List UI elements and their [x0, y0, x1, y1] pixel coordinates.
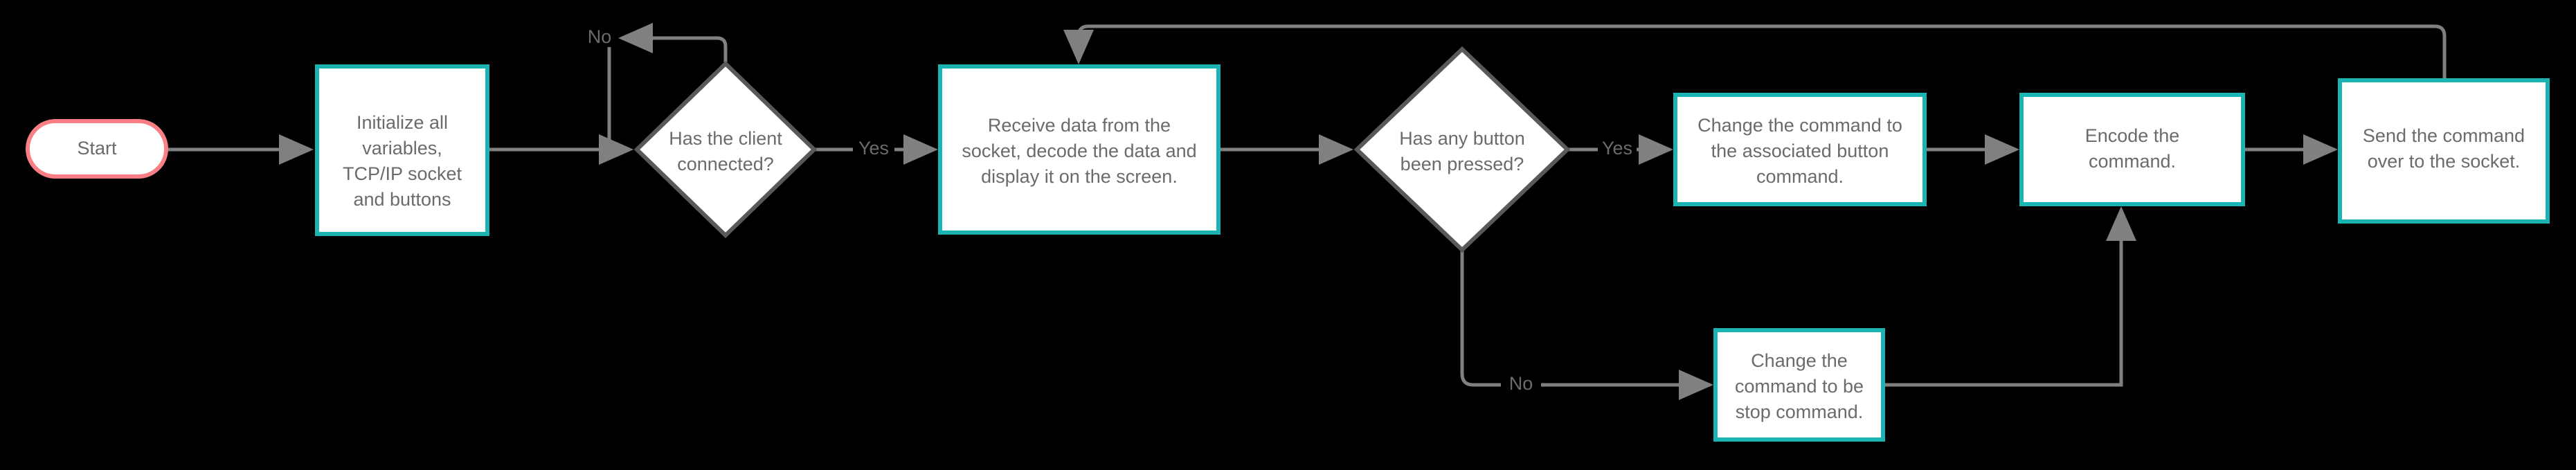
node-change-associated[interactable]: Change the command to the associated but…: [1673, 93, 1927, 206]
receive-label-line1: Receive data from the: [988, 115, 1171, 136]
button-pressed-label-line1: Has any button: [1399, 128, 1525, 149]
node-encode[interactable]: Encode the command.: [2019, 93, 2245, 206]
initialize-label-line3: TCP/IP socket: [343, 163, 462, 184]
start-label: Start: [77, 138, 117, 159]
change-stop-label-line2: command to be: [1735, 376, 1864, 397]
encode-shape: [2019, 93, 2245, 206]
initialize-label-line4: and buttons: [353, 189, 451, 210]
button-pressed-label-line2: been pressed?: [1400, 154, 1524, 174]
node-initialize[interactable]: Initialize all variables, TCP/IP socket …: [315, 64, 489, 236]
change-stop-label-line1: Change the: [1751, 350, 1848, 371]
change-stop-shape: [1713, 328, 1885, 442]
change-associated-label-line3: command.: [1756, 166, 1844, 187]
initialize-label-line1: Initialize all: [357, 112, 448, 133]
send-label-line2: over to the socket.: [2368, 151, 2521, 172]
change-associated-shape: [1673, 93, 1927, 206]
edge-labels-group: No Yes Yes No: [588, 26, 1632, 394]
receive-shape: [938, 64, 1221, 235]
edge-label-yes-button: Yes: [1602, 138, 1632, 159]
edge-label-no-button: No: [1509, 373, 1533, 394]
edge-decision2-no-down: [1460, 250, 1501, 387]
start-shape: [26, 119, 168, 179]
receive-label-line3: display it on the screen.: [981, 166, 1178, 187]
receive-label-line2: socket, decode the data and: [962, 141, 1196, 161]
client-connected-shape: [633, 60, 818, 239]
client-connected-label-line2: connected?: [677, 154, 774, 174]
edge-send-to-receive: [1063, 24, 2447, 80]
node-client-connected[interactable]: Has the client connected?: [633, 60, 818, 239]
client-connected-label-line1: Has the client: [669, 128, 782, 149]
send-label-line1: Send the command: [2363, 125, 2525, 146]
encode-label-line2: command.: [2089, 151, 2176, 172]
connectors-group: [166, 23, 2447, 400]
change-associated-label-line1: Change the command to: [1697, 115, 1902, 136]
initialize-label-line2: variables,: [362, 138, 442, 159]
change-stop-label-line3: stop command.: [1736, 401, 1864, 422]
edge-decision1-no-loop: [618, 23, 728, 64]
node-receive[interactable]: Receive data from the socket, decode the…: [938, 64, 1221, 235]
send-shape: [2338, 78, 2550, 224]
node-send[interactable]: Send the command over to the socket.: [2338, 78, 2550, 224]
initialize-shape: [315, 64, 489, 236]
node-button-pressed[interactable]: Has any button been pressed?: [1353, 46, 1571, 253]
button-pressed-shape: [1353, 46, 1571, 253]
edge-label-no-client: No: [588, 26, 612, 47]
encode-label-line1: Encode the: [2085, 125, 2180, 146]
edge-label-yes-client: Yes: [858, 138, 889, 159]
change-associated-label-line2: the associated button: [1711, 141, 1889, 161]
edge-stop-to-encode: [1883, 206, 2136, 387]
edge-decision1-no-return: [599, 47, 633, 165]
node-start[interactable]: Start: [26, 119, 168, 179]
node-change-stop[interactable]: Change the command to be stop command.: [1713, 328, 1885, 442]
